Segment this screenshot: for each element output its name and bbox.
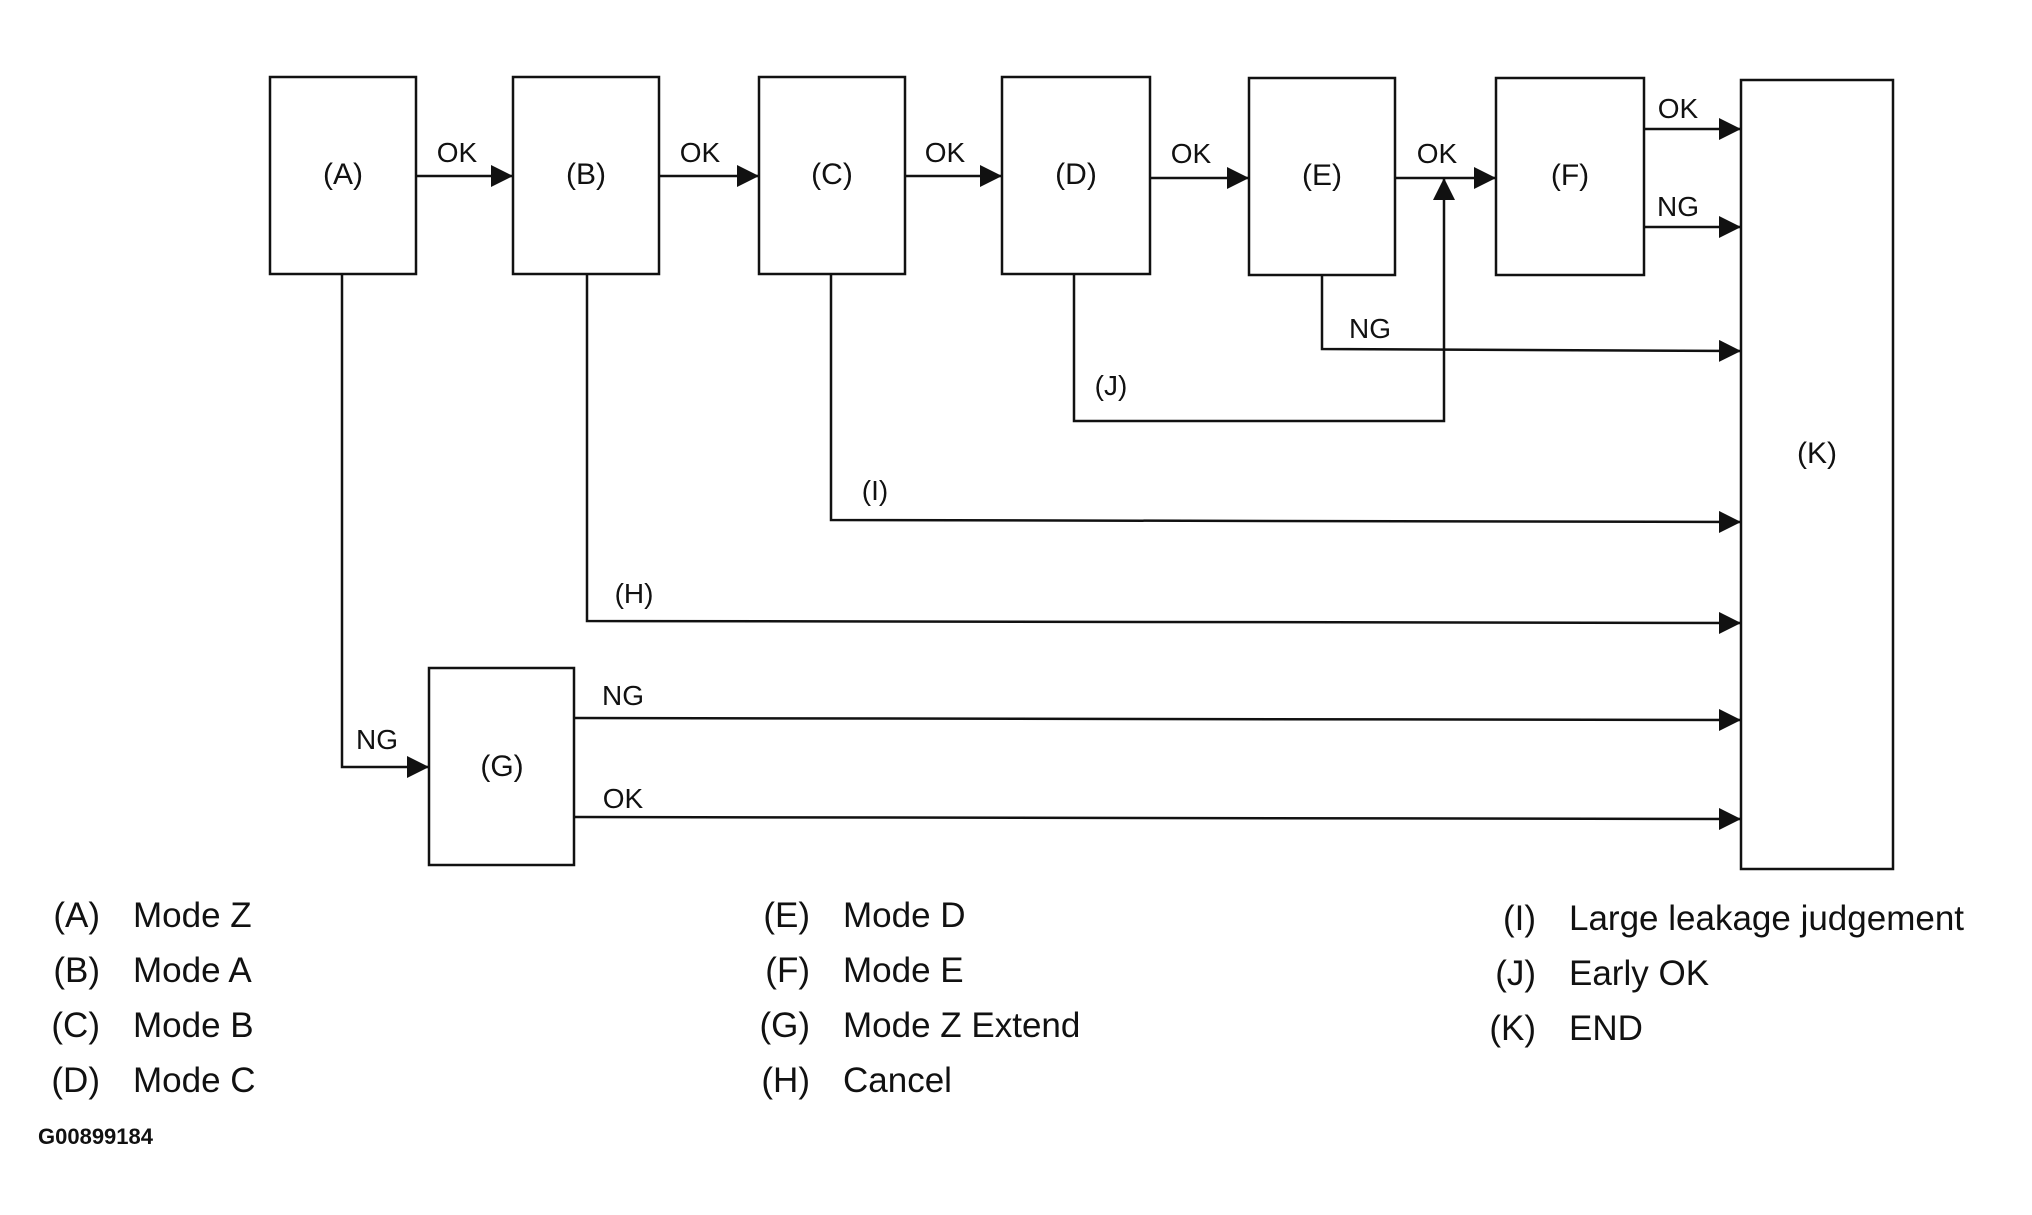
arrow-a-ng-to-g [340,274,429,778]
legend-item-h: (H) Cancel [750,1061,952,1101]
legend-item-a: (A) Mode Z [40,896,252,936]
legend-key: (K) [1489,1009,1536,1048]
edge-label-b-c: OK [680,137,721,168]
edge-label-f-ng: NG [1657,191,1699,222]
legend-text: Cancel [843,1061,952,1100]
legend-key: (A) [53,896,100,935]
legend-text: Large leakage judgement [1569,899,1965,938]
edge-label-a-b: OK [437,137,478,168]
edge-label-h: (H) [615,578,654,609]
arrow-b-to-k [585,274,1742,634]
legend-item-k: (K) END [1476,1009,1643,1049]
arrow-g-ng-to-k [573,708,1742,731]
box-k [1739,78,1895,871]
box-e-label: (E) [1302,159,1342,192]
box-g-label: (G) [480,750,523,783]
figure-id: G00899184 [38,1124,153,1149]
edge-label-i: (I) [862,475,888,506]
legend-text: Early OK [1569,954,1710,993]
edge-label-d-e: OK [1171,138,1212,169]
legend-item-e: (E) Mode D [750,896,966,936]
legend-key: (B) [53,951,100,990]
arrow-d-early-ok [1072,178,1455,423]
box-f [1494,76,1646,277]
legend-key: (G) [759,1006,810,1045]
box-b [511,75,661,276]
edge-label-j: (J) [1095,370,1128,401]
legend-key: (F) [765,951,810,990]
legend-text: Mode B [133,1006,254,1045]
legend-item-d: (D) Mode C [40,1061,256,1101]
legend-item-g: (G) Mode Z Extend [750,1006,1080,1046]
legend-item-j: (J) Early OK [1476,954,1709,994]
legend-item-b: (B) Mode A [40,951,252,991]
edge-label-f-ok: OK [1658,93,1699,124]
legend-key: (I) [1502,899,1536,938]
box-c-label: (C) [811,158,853,191]
legend-text: Mode Z [133,896,252,935]
edge-label-g-ok: OK [603,783,644,814]
box-k-label: (K) [1797,437,1837,470]
edge-label-c-d: OK [925,137,966,168]
box-f-label: (F) [1551,159,1589,192]
legend-key: (H) [761,1061,810,1100]
box-b-label: (B) [566,158,606,191]
box-c [757,75,907,276]
legend-item-f: (F) Mode E [750,951,964,991]
legend-key: (D) [51,1061,100,1100]
edge-label-a-ng: NG [356,724,398,755]
box-a [268,75,418,276]
edge-label-e-ng: NG [1349,313,1391,344]
legend-text: Mode C [133,1061,256,1100]
box-d-label: (D) [1055,158,1097,191]
edge-label-e-f: OK [1417,138,1458,169]
legend-key: (E) [763,896,810,935]
legend-item-i: (I) Large leakage judgement [1476,899,1964,939]
arrow-c-to-k [829,274,1742,533]
legend-key: (C) [51,1006,100,1045]
legend-text: Mode D [843,896,966,935]
legend-key: (J) [1495,954,1536,993]
box-a-label: (A) [323,158,363,191]
arrow-e-ng-to-k [1320,275,1742,362]
legend-text: Mode A [133,951,252,990]
edge-label-g-ng: NG [602,680,644,711]
legend-text: Mode E [843,951,964,990]
box-d [1000,75,1152,276]
legend-text: Mode Z Extend [843,1006,1081,1045]
box-g [427,666,576,867]
legend-item-c: (C) Mode B [40,1006,254,1046]
legend-text: END [1569,1009,1643,1048]
arrow-g-ok-to-k [573,807,1742,830]
